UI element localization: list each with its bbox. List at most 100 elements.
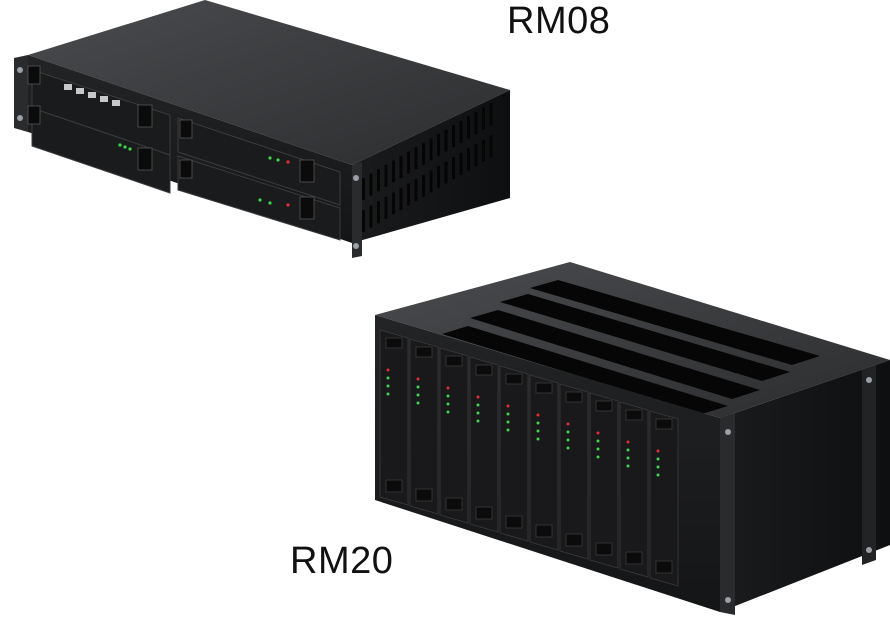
vent-slot (407, 151, 410, 174)
model-label-rm08: RM08 (507, 0, 611, 42)
vent-slot (437, 166, 440, 188)
vent-slot (369, 205, 373, 228)
status-led (446, 410, 450, 414)
vent-slot (444, 129, 448, 152)
card-handle (505, 373, 523, 385)
status-led (386, 392, 390, 396)
screw-icon (725, 597, 731, 603)
card-handle (445, 497, 463, 511)
status-led (596, 431, 600, 435)
screw-icon (353, 243, 359, 249)
vent-slot (362, 210, 365, 232)
status-led (506, 412, 510, 416)
status-led (386, 384, 390, 388)
rm20-chassis (375, 262, 890, 615)
vent-slot (474, 112, 478, 134)
status-led (416, 377, 420, 381)
status-led (656, 457, 660, 461)
rm20-card-slots (379, 329, 679, 587)
status-led (566, 430, 570, 434)
status-led (566, 438, 570, 442)
rm20-rack-ear-far (862, 365, 876, 565)
rm20-rack-ear-right (720, 413, 735, 615)
status-led (446, 402, 450, 406)
vent-slot (399, 156, 403, 178)
card-slot (529, 374, 559, 551)
card-handle (445, 355, 463, 367)
rm08-rack-ear-right (352, 162, 362, 258)
card-slot (379, 329, 409, 506)
card-handle (505, 515, 523, 529)
vent-slot (437, 134, 440, 156)
card-handle (415, 488, 433, 502)
vent-slot (362, 178, 365, 200)
rm20-side-panel (720, 360, 890, 612)
status-led (566, 446, 570, 450)
rm08-card-slots (31, 69, 341, 241)
rm08-chassis (14, 0, 510, 258)
card-handle (625, 551, 643, 565)
vent-slot (399, 188, 403, 210)
status-led (656, 449, 660, 453)
vent-slot (414, 179, 418, 202)
card-handle (565, 391, 583, 403)
vent-slot (452, 125, 455, 148)
rm08-side-vents (362, 103, 493, 232)
card-handle (595, 400, 613, 412)
vent-slot (377, 169, 380, 192)
status-led (656, 473, 660, 477)
vent-slot (384, 164, 388, 187)
rm20-top-vents (442, 280, 820, 414)
rm08-rack-ear-left (14, 55, 28, 132)
card-slot (469, 356, 499, 533)
rm08-status-leds (118, 143, 290, 207)
card-handle (535, 524, 553, 538)
vent-slot (489, 103, 493, 126)
status-led (416, 401, 420, 405)
rm08-side-panel (352, 90, 510, 243)
card-handle (385, 337, 403, 349)
rm08-ethernet-ports (64, 84, 120, 106)
status-led (596, 439, 600, 443)
status-led (506, 404, 510, 408)
card-slot (409, 338, 439, 515)
status-led (596, 455, 600, 459)
status-led (626, 448, 630, 452)
screw-icon (17, 115, 23, 121)
card-slot (499, 365, 529, 542)
status-led (476, 419, 480, 423)
status-led (536, 413, 540, 417)
card-handle (565, 533, 583, 547)
vent-slot (422, 174, 425, 197)
vent-slot (414, 147, 418, 170)
screw-icon (17, 67, 23, 73)
card-handle (595, 542, 613, 556)
vent-slot (489, 135, 493, 158)
status-led (506, 420, 510, 424)
card-slot (619, 401, 649, 578)
status-led (446, 386, 450, 390)
vent-slot (429, 138, 433, 161)
status-led (536, 437, 540, 441)
vent-slot (384, 196, 388, 219)
status-led (446, 394, 450, 398)
vent-slot (377, 201, 380, 224)
vent-slot (422, 142, 425, 165)
status-led (596, 447, 600, 451)
vent-slot (452, 157, 455, 180)
model-label-rm20: RM20 (290, 540, 394, 582)
status-led (626, 464, 630, 468)
status-led (386, 368, 390, 372)
vent-slot (369, 173, 373, 196)
card-handle (625, 409, 643, 421)
card-handle (535, 382, 553, 394)
vent-slot (474, 144, 478, 166)
vent-slot (459, 120, 463, 143)
vent-slot (467, 148, 470, 171)
screw-icon (725, 429, 731, 435)
card-slot (559, 383, 589, 560)
status-led (506, 428, 510, 432)
status-led (566, 422, 570, 426)
status-led (476, 395, 480, 399)
